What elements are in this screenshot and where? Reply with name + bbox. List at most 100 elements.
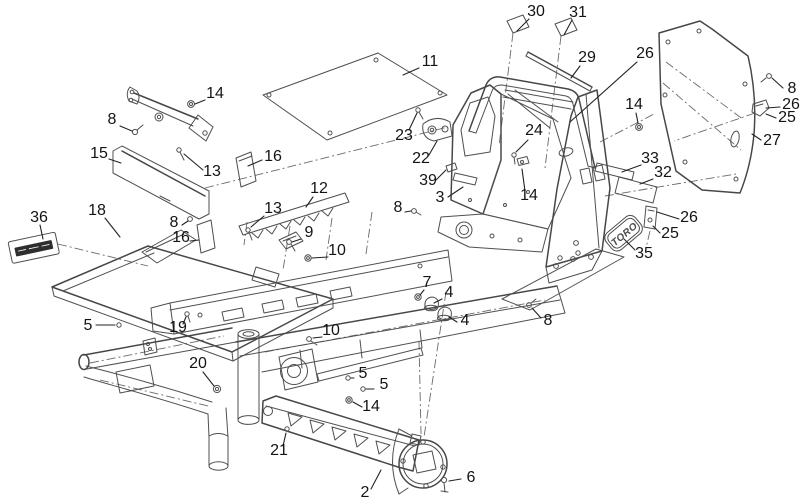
part-31-decal xyxy=(554,17,578,37)
part-hub-flange xyxy=(392,428,448,495)
callout-label-10: 10 xyxy=(328,242,346,259)
washer-20 xyxy=(212,384,222,394)
callout-label-14: 14 xyxy=(625,96,643,113)
nut-14-lower xyxy=(345,396,353,404)
callout-leader-25 xyxy=(765,113,777,119)
part-pedestal xyxy=(545,89,611,284)
callout-leader-6 xyxy=(448,478,462,482)
callout-leader-10 xyxy=(312,336,323,339)
callout-leader-27 xyxy=(751,133,762,141)
callout-leader-14 xyxy=(521,168,526,192)
callout-leader-13 xyxy=(183,153,204,171)
callout-leader-13 xyxy=(250,215,265,228)
callout-label-18: 18 xyxy=(88,202,106,219)
callout-label-29: 29 xyxy=(578,49,596,66)
part-27-rear-panel xyxy=(658,20,756,194)
callout-label-14: 14 xyxy=(206,85,224,102)
bolt-8-console xyxy=(411,208,422,216)
bolt-8-panel27 xyxy=(760,73,772,83)
part-support-panel-lower xyxy=(501,240,625,311)
callout-label-8: 8 xyxy=(544,312,553,329)
part-main-frame xyxy=(78,285,566,471)
callout-leader-4 xyxy=(433,298,443,304)
callout-label-32: 32 xyxy=(654,164,672,181)
part-support-brace-upper xyxy=(126,86,214,142)
part-16-pad-lower xyxy=(196,219,216,254)
callout-label-16: 16 xyxy=(264,148,282,165)
callout-leader-22 xyxy=(428,140,438,156)
callout-label-15: 15 xyxy=(90,145,108,162)
callout-label-36: 36 xyxy=(30,209,48,226)
screw-5-mid1 xyxy=(345,375,351,381)
callout-leader-16 xyxy=(247,159,263,167)
clip-14-console xyxy=(516,156,530,166)
callout-leader-24 xyxy=(515,139,529,153)
screw-13-upper xyxy=(176,147,185,161)
bolt-9 xyxy=(286,239,296,252)
callout-leader-14 xyxy=(635,112,639,124)
callout-label-5: 5 xyxy=(84,317,93,334)
callout-label-14: 14 xyxy=(362,398,380,415)
screw-8-panel15 xyxy=(187,216,193,222)
callout-leader-8 xyxy=(181,220,189,226)
bolt-23 xyxy=(415,107,424,120)
callout-leader-20 xyxy=(202,371,215,387)
callout-leader-14 xyxy=(352,401,363,408)
part-rops-hoop xyxy=(468,76,596,169)
nut-7 xyxy=(414,293,422,301)
part-support-bar xyxy=(316,347,424,382)
part-39-clip xyxy=(445,162,458,173)
callout-leader-23 xyxy=(408,112,418,131)
screw-19 xyxy=(184,311,191,323)
callout-label-25: 25 xyxy=(661,225,679,242)
callout-leader-35 xyxy=(623,238,636,251)
part-3-console-tower xyxy=(437,84,572,253)
callout-leader-26 xyxy=(656,211,680,220)
callout-label-39: 39 xyxy=(419,172,437,189)
callout-label-22: 22 xyxy=(412,150,430,167)
screw-6 xyxy=(440,476,449,493)
callout-label-4: 4 xyxy=(461,312,470,329)
callout-leader-25 xyxy=(652,225,661,234)
callout-leader-8 xyxy=(119,125,133,132)
callout-label-9: 9 xyxy=(305,224,314,241)
callout-label-20: 20 xyxy=(189,355,207,372)
part-15-side-panel xyxy=(112,145,210,220)
callout-label-19: 19 xyxy=(169,319,187,336)
callout-label-33: 33 xyxy=(641,150,659,167)
callout-leader-7 xyxy=(419,289,425,296)
callout-leader-16 xyxy=(189,239,200,242)
callout-label-31: 31 xyxy=(569,4,587,21)
bolt-24 xyxy=(511,152,517,165)
fasteners xyxy=(116,73,772,493)
screw-13-lower xyxy=(245,227,253,241)
callout-label-21: 21 xyxy=(270,442,288,459)
callout-leader-10 xyxy=(311,256,329,259)
callout-leader-32 xyxy=(639,178,654,185)
callout-leader-11 xyxy=(402,67,420,76)
callout-leader-30 xyxy=(516,18,530,32)
bolt-8-support xyxy=(526,298,537,308)
callout-label-6: 6 xyxy=(467,469,476,486)
callout-leader-2 xyxy=(370,469,382,490)
callout-label-3: 3 xyxy=(436,189,445,206)
washer-10-upper xyxy=(304,254,312,262)
callout-leader-29 xyxy=(570,65,581,79)
bolt-8-upper-left xyxy=(131,124,144,136)
part-29-strip xyxy=(525,51,593,92)
callout-label-26: 26 xyxy=(636,45,654,62)
callout-label-4: 4 xyxy=(445,284,454,301)
screw-5-left xyxy=(116,322,122,328)
callout-label-8: 8 xyxy=(394,199,403,216)
callout-label-30: 30 xyxy=(527,3,545,20)
callout-label-23: 23 xyxy=(395,127,413,144)
callout-leader-33 xyxy=(621,164,642,173)
callout-leader-26 xyxy=(569,61,638,123)
callout-label-13: 13 xyxy=(264,200,282,217)
callout-label-11: 11 xyxy=(422,53,439,70)
callout-leader-8 xyxy=(771,77,784,89)
callout-label-25: 25 xyxy=(778,109,796,126)
